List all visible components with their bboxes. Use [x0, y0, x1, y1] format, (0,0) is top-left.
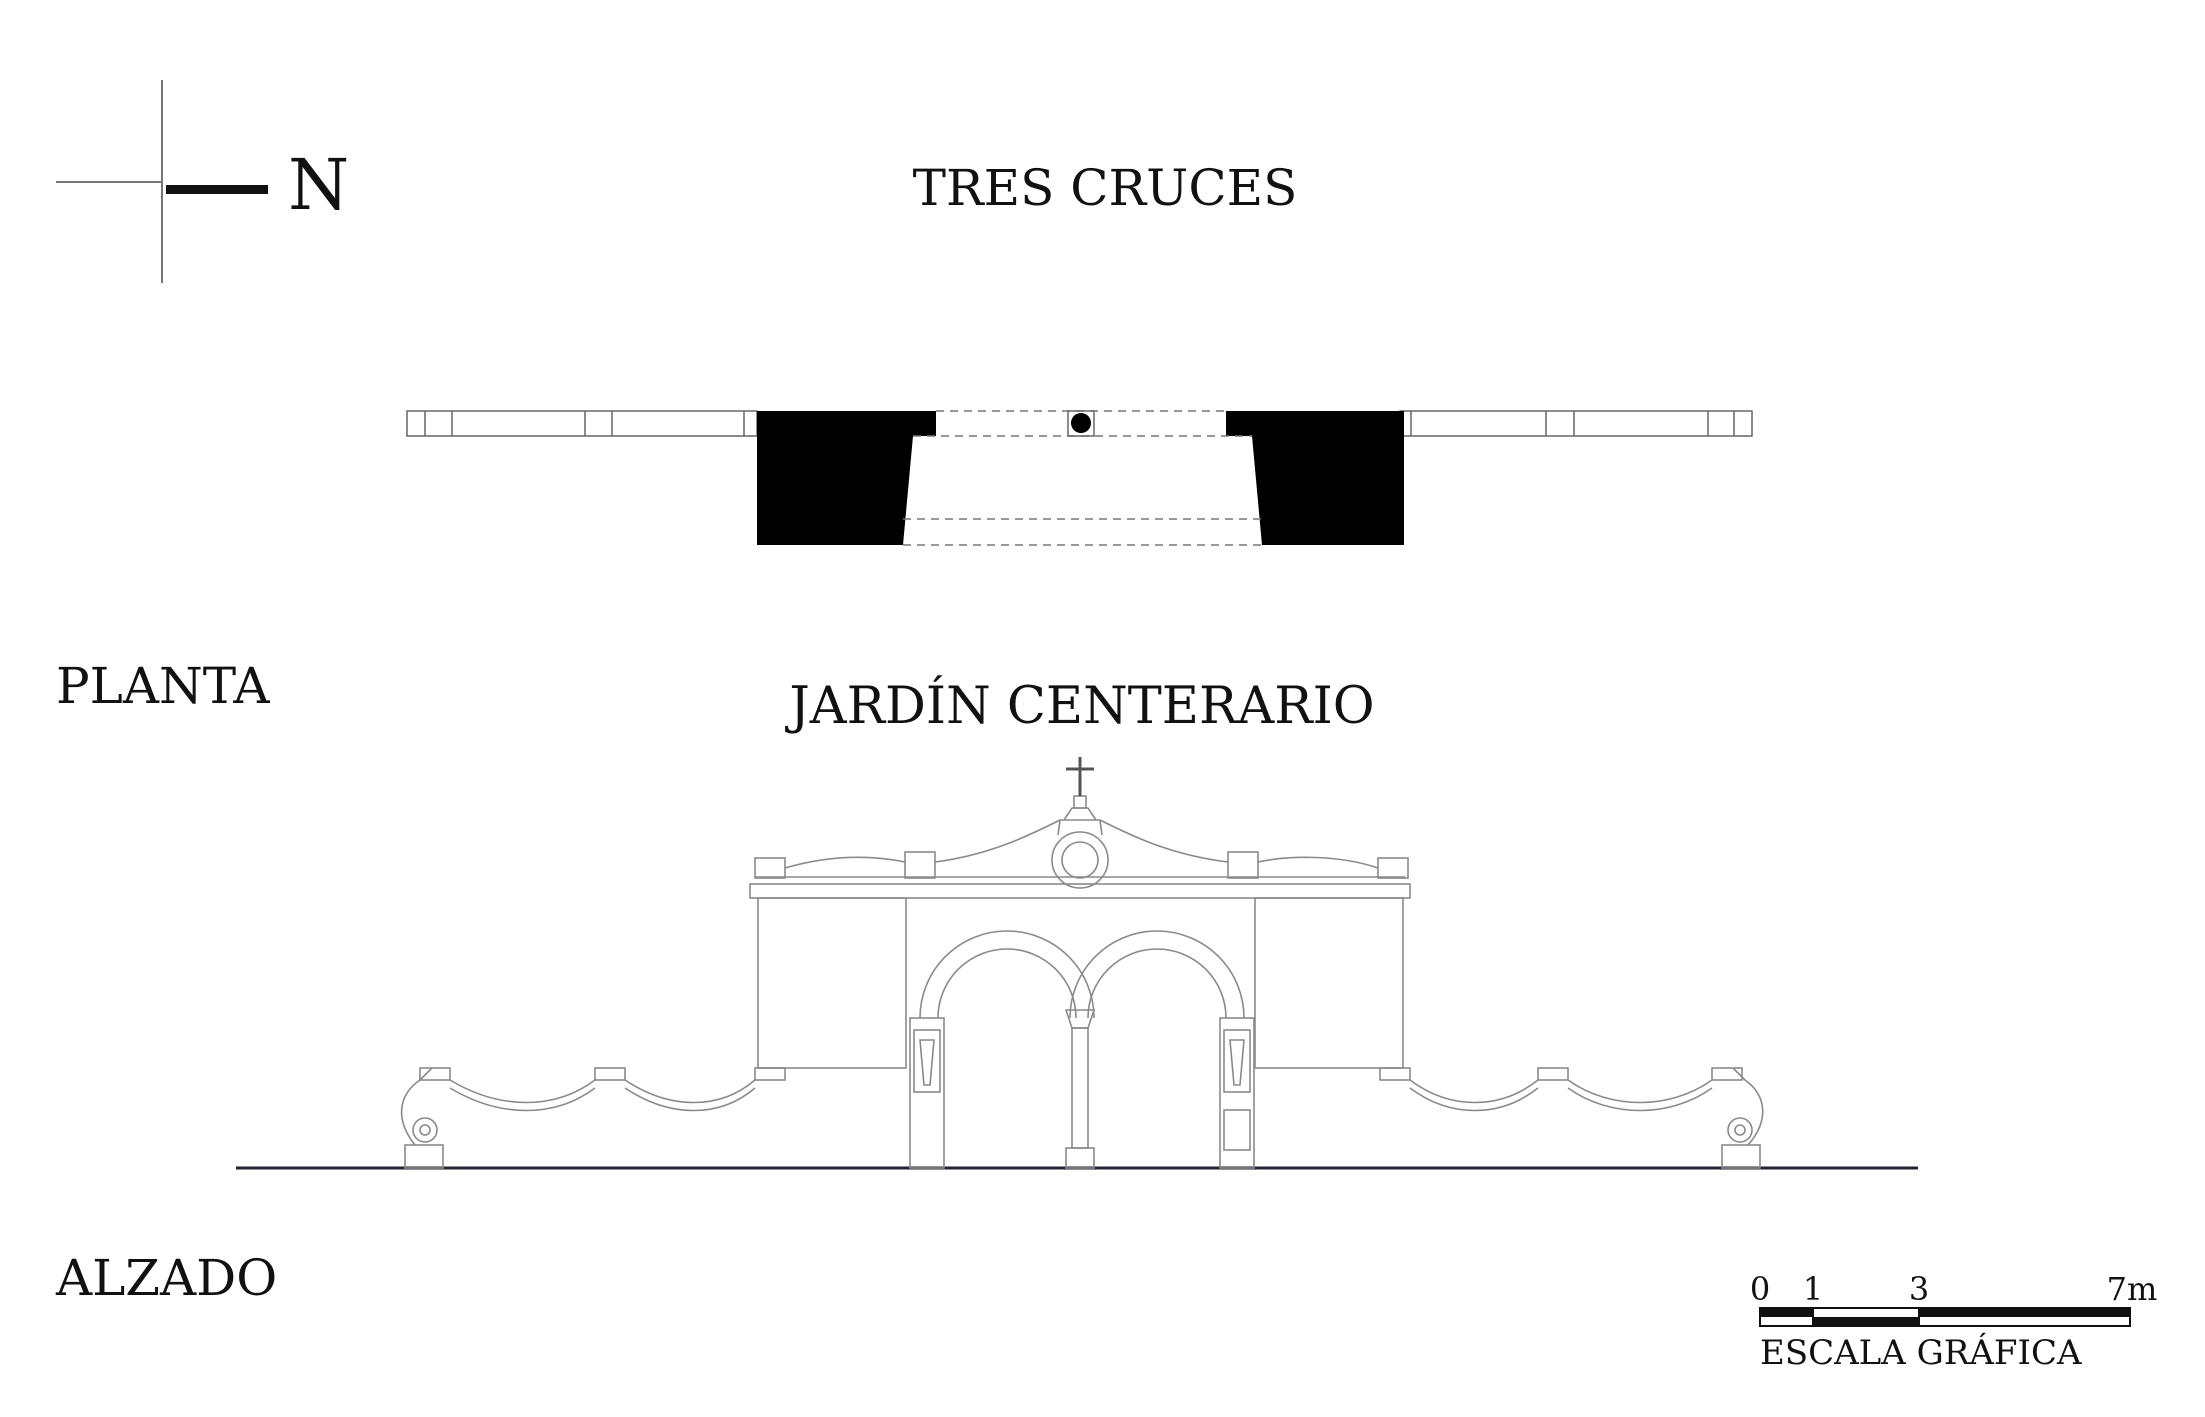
plan-left-pier — [757, 411, 936, 545]
left-pilaster — [909, 1017, 945, 1169]
scale-tick-7: 7m — [2107, 1270, 2158, 1308]
elevation-label: ALZADO — [55, 1249, 277, 1307]
bottom-label: JARDÍN CENTERARIO — [784, 676, 1374, 736]
right-fence — [1379, 1067, 1764, 1169]
arcade — [909, 930, 1255, 1169]
left-fence — [400, 1067, 786, 1169]
crest — [1051, 757, 1109, 889]
floor-plan — [406, 410, 1753, 546]
north-arrow-bar — [166, 185, 268, 194]
right-wall-block — [1254, 897, 1404, 1069]
scale-segment-3-7 — [1919, 1308, 2130, 1317]
plan-label: PLANTA — [56, 657, 270, 715]
scale-tick-3: 3 — [1909, 1270, 1929, 1308]
right-arch — [1069, 930, 1245, 1019]
plan-right-pier — [1226, 411, 1404, 545]
north-arrow: N — [56, 80, 349, 283]
plan-column-base — [1067, 410, 1095, 437]
left-arch — [919, 930, 1095, 1019]
right-pilaster — [1219, 1017, 1255, 1169]
center-column-base — [1065, 1147, 1095, 1169]
entablature — [749, 819, 1411, 899]
north-label: N — [288, 144, 349, 226]
plan-left-wall — [406, 410, 758, 437]
scale-segment-0-1 — [1760, 1308, 1813, 1317]
plan-column — [1071, 413, 1091, 433]
elevation — [236, 757, 1918, 1170]
scale-caption: ESCALA GRÁFICA — [1760, 1332, 2082, 1373]
scale-tick-0: 0 — [1750, 1270, 1770, 1308]
scale-segment-1-3 — [1813, 1317, 1919, 1326]
scale-tick-1: 1 — [1803, 1270, 1823, 1308]
center-column — [1071, 1027, 1089, 1149]
top-label: TRES CRUCES — [913, 159, 1298, 217]
medallion — [1051, 831, 1109, 889]
left-wall-block — [757, 897, 907, 1069]
scale-bar: 0 1 3 7m ESCALA GRÁFICA — [1750, 1270, 2158, 1373]
plan-right-wall — [1399, 410, 1753, 437]
